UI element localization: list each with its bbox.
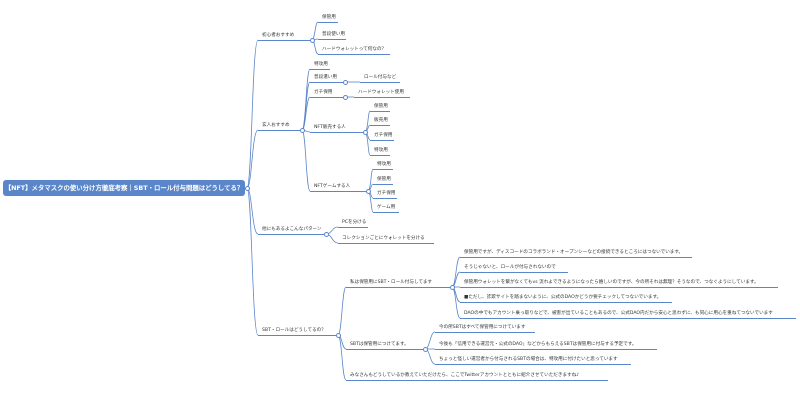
edge-root-b3 <box>246 187 259 336</box>
leaf-sbt2-a[interactable]: 今の所SBTはすべて保管用につけています <box>439 325 526 330</box>
edge-sbt1 <box>451 286 461 319</box>
collapse-toggle-icon[interactable] <box>343 95 348 100</box>
branch-expert[interactable]: 玄人おすすめ <box>262 123 290 128</box>
leaf-ask-readers[interactable]: みなさんもどうしているか教えていただけたら、ここでTwitterアカウントととも… <box>350 373 580 378</box>
leaf-hokanyo[interactable]: 保管用 <box>322 15 336 20</box>
connector-lines <box>246 21 461 381</box>
leaf-fudan[interactable]: 普段使い用 <box>322 32 345 37</box>
node-sbt-hokan-role[interactable]: 私は保管用にSBT・ロール付与してます <box>350 280 433 285</box>
root-node[interactable]: 【NFT】メタマスクの使い分け方徹底考察｜SBT・ロール付与問題はどうしてる？ <box>3 180 245 196</box>
node-nft-game[interactable]: NFTゲームする人 <box>314 184 351 189</box>
edge-b3-c <box>337 286 347 336</box>
leaf-role[interactable]: ロール付与など <box>364 75 397 80</box>
edge-root-b0 <box>246 39 259 189</box>
leaf-sell-gachiho[interactable]: ガチ保用 <box>374 133 393 138</box>
leaf-pc-split[interactable]: PCを分ける <box>342 220 367 225</box>
node-gachiho[interactable]: ガチ保用 <box>314 90 333 95</box>
collapse-toggle-icon[interactable] <box>450 285 455 290</box>
node-sbt-hokan[interactable]: SBTは保管用につけてます。 <box>350 342 409 347</box>
edge-b1-c <box>301 68 311 131</box>
leaf-sbt1-c[interactable]: 保管用ウォレットを繋がなくてもvs 流れよできるようになったら嬉しいのですが、今… <box>464 280 759 285</box>
leaf-sbt2-c[interactable]: ちょっと怪しい運営者から付与されるSBTの場合は、特攻用に付けたいと思っています <box>439 357 618 362</box>
branch-beginner[interactable]: 初心者おすすめ <box>262 33 295 38</box>
edge-b1-c <box>301 129 311 192</box>
leaf-sbt1-d[interactable]: ■ただし、詐欺サイトを踏まないように、公式のDAOかどうか要チェックしてつないで… <box>464 295 662 300</box>
collapse-toggle-icon[interactable] <box>363 130 368 135</box>
collapse-toggle-icon[interactable] <box>245 186 250 191</box>
collapse-toggle-icon[interactable] <box>423 347 428 352</box>
leaf-sbt2-b[interactable]: 今後も「信用できる運営元・公式のDAO」などからもらえるSBTは保管用に付与する… <box>439 342 637 347</box>
leaf-collection-split[interactable]: コレクションごとにウォレットを分ける <box>342 236 425 241</box>
branch-sbt-role[interactable]: SBT・ロールはどうしてるの？ <box>262 328 326 333</box>
leaf-hard-wallet-q[interactable]: ハードウォレットって何なの？ <box>322 47 387 52</box>
collapse-toggle-icon[interactable] <box>324 232 329 237</box>
edge-b1-c <box>301 81 311 131</box>
leaf-sell-hokan[interactable]: 保管用 <box>374 104 388 109</box>
leaf-game-tokkou[interactable]: 特攻用 <box>377 162 391 167</box>
leaf-sell-hanbai[interactable]: 販売用 <box>374 118 388 123</box>
branch-other-patterns[interactable]: 他にもあるよこんなパターン <box>262 227 322 232</box>
leaf-sbt1-a[interactable]: 保管用ですが、ディスコードのコラボランド・オープンシーなどの接続できるところには… <box>464 250 684 255</box>
leaf-game-gachiho[interactable]: ガチ保用 <box>377 191 396 196</box>
collapse-toggle-icon[interactable] <box>343 80 348 85</box>
leaf-game-game[interactable]: ゲーム用 <box>377 205 396 210</box>
node-fudanzukai[interactable]: 普段遣い用 <box>314 75 337 80</box>
leaf-sbt1-e[interactable]: DAOの中でもアカウント乗っ取りなどで、被害が出ていることもあるので、公式DAO… <box>464 311 773 316</box>
leaf-hardwallet-use[interactable]: ハードウォレット使用 <box>358 90 404 95</box>
leaf-game-hokan[interactable]: 保管用 <box>377 177 391 182</box>
node-nft-sell[interactable]: NFT販売する人 <box>314 125 346 130</box>
collapse-toggle-icon[interactable] <box>366 189 371 194</box>
leaf-sbt1-b[interactable]: そうじゃないと、ロールが付与されないので <box>464 265 556 270</box>
collapse-toggle-icon[interactable] <box>310 38 315 43</box>
edge-sbt1 <box>451 256 461 288</box>
collapse-toggle-icon[interactable] <box>336 333 341 338</box>
collapse-toggle-icon[interactable] <box>300 128 305 133</box>
leaf-sell-tokkou[interactable]: 特攻用 <box>374 148 388 153</box>
leaf-tokkou[interactable]: 特攻用 <box>314 62 328 67</box>
